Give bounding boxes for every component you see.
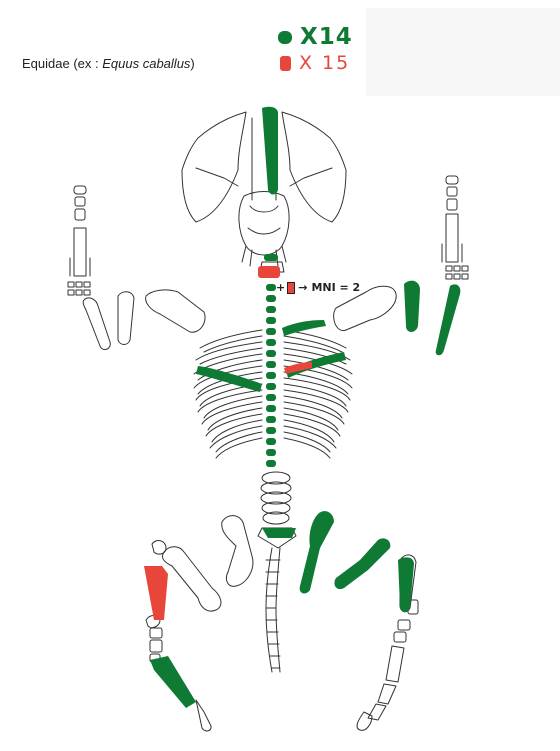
red-left-tibia [144,566,168,620]
green-cervical-thoracic-vertebrae [266,284,276,467]
green-femur [300,511,334,593]
tail-vertebrae-outline [266,548,280,672]
green-right-radius [436,284,461,355]
green-right-humerus [404,281,420,332]
green-tibia [334,538,390,589]
green-pelvis [262,528,296,538]
green-metatarsal [398,557,414,612]
green-atlas [264,254,278,261]
left-forelimb-reference [68,186,205,349]
red-axis-vertebra [258,266,280,278]
green-present-elements [150,107,460,708]
green-nasal-bone [262,107,278,195]
green-left-metatarsal [150,656,196,708]
